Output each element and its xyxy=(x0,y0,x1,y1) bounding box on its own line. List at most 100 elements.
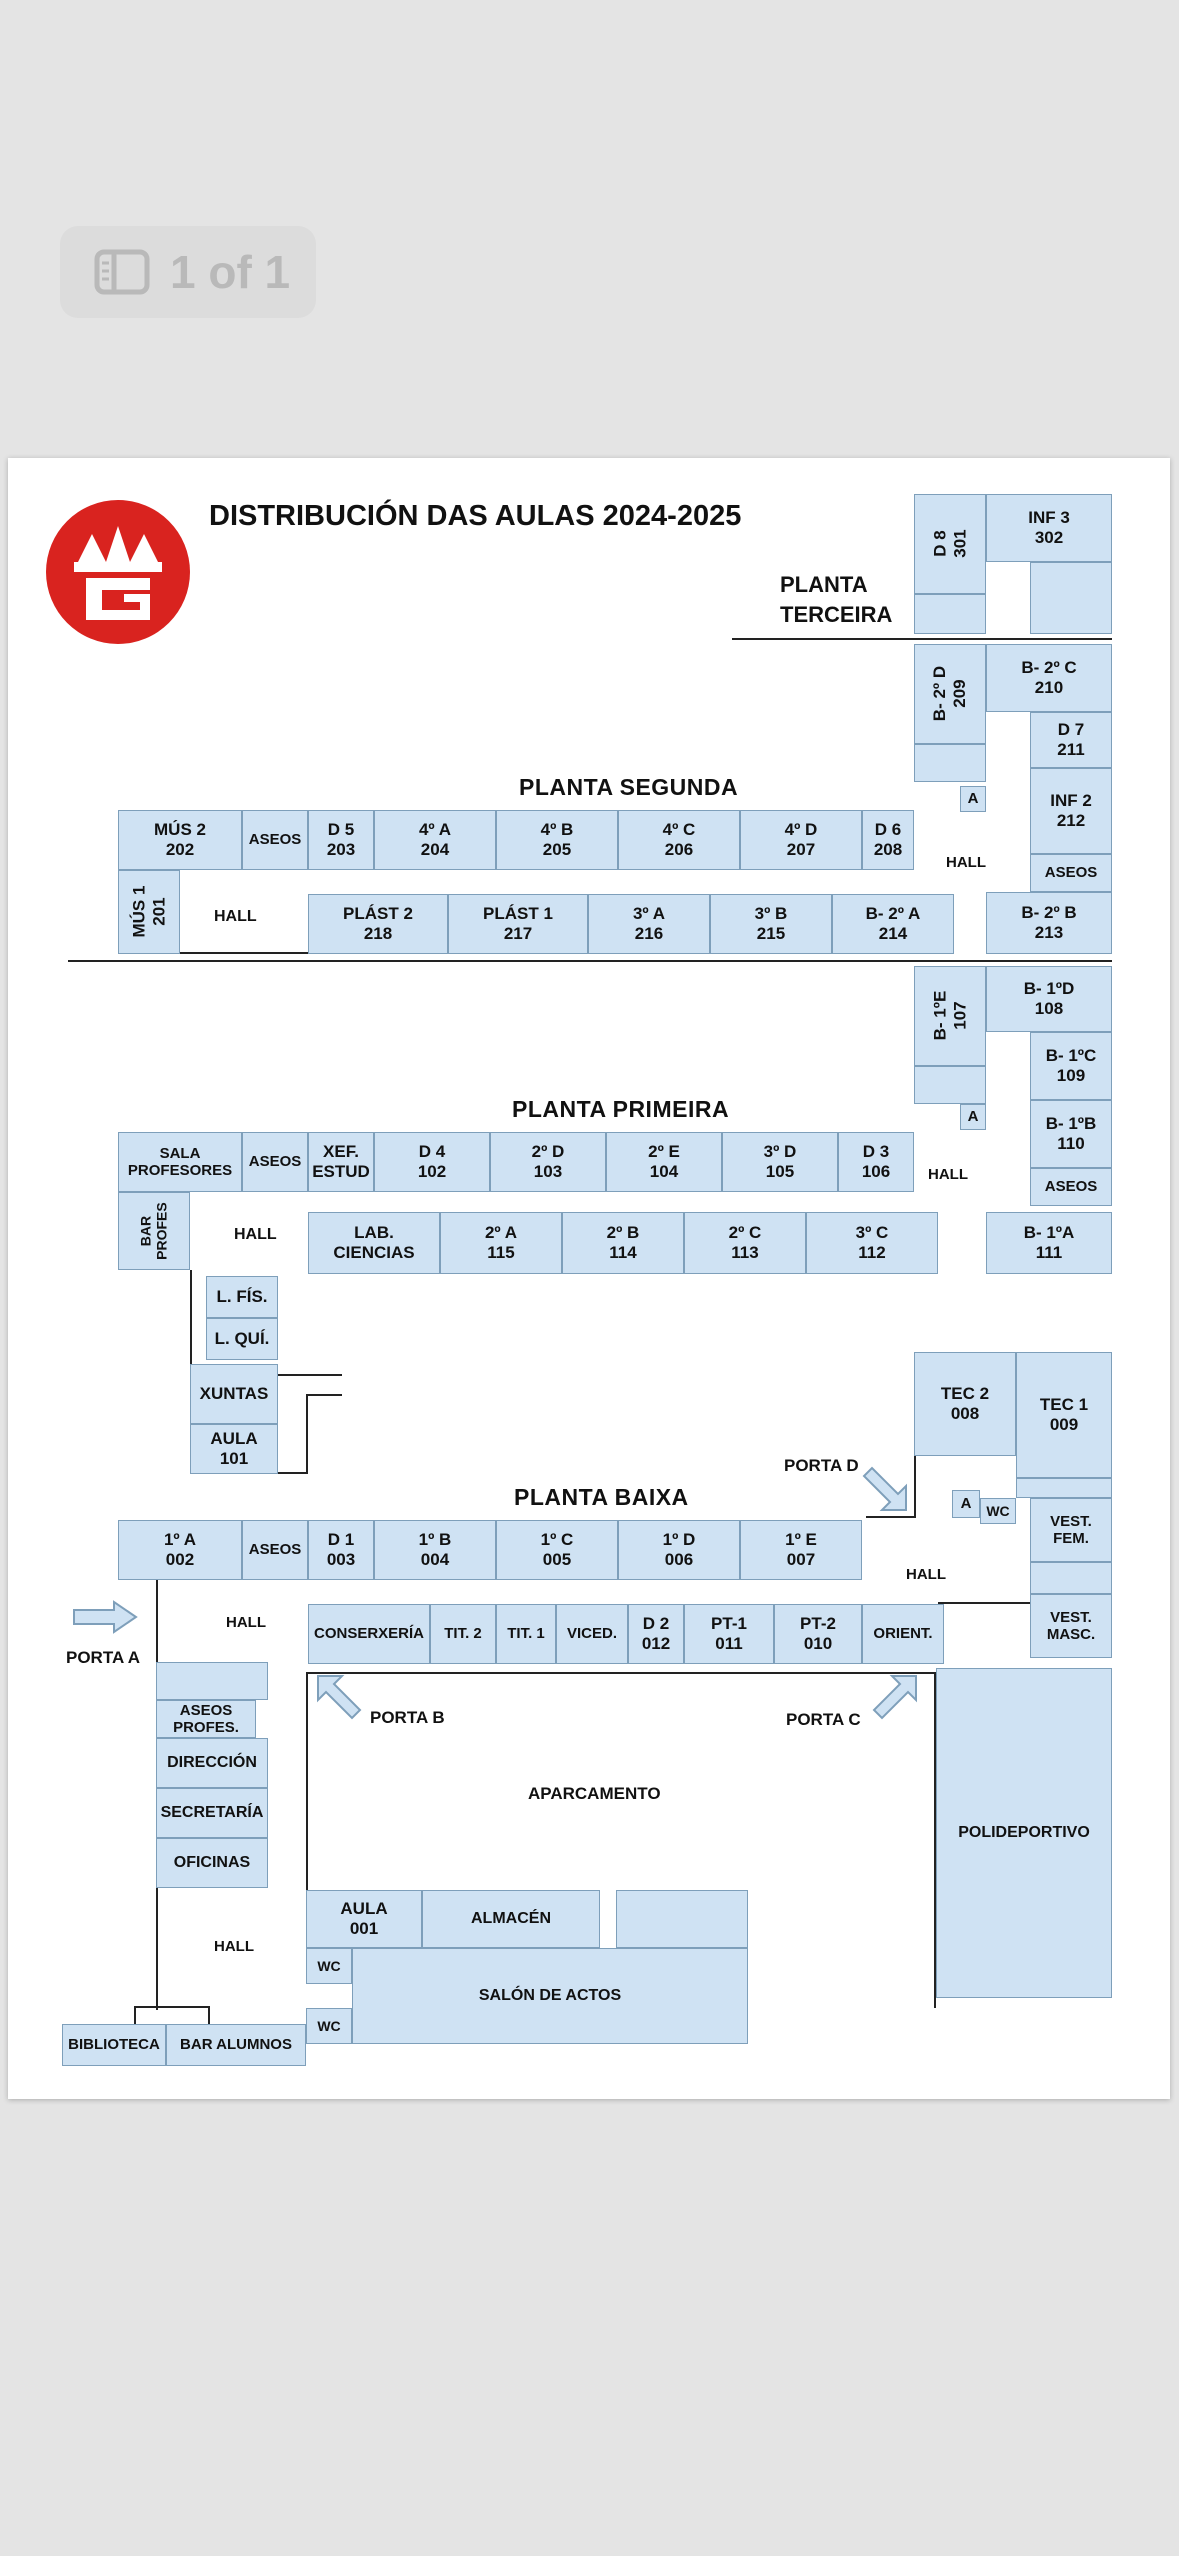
room-vest-masc[interactable]: VEST. MASC. xyxy=(1030,1594,1112,1658)
room-tec1-009[interactable]: TEC 1 009 xyxy=(1016,1352,1112,1478)
room-1a-002[interactable]: 1º A 002 xyxy=(118,1520,242,1580)
room-aseos[interactable]: ASEOS xyxy=(242,1520,308,1580)
floor-label-second: PLANTA SEGUNDA xyxy=(519,774,739,800)
room-lab-ciencias[interactable]: LAB. CIENCIAS xyxy=(308,1212,440,1274)
door-d-label: PORTA D xyxy=(784,1456,859,1475)
hall-label: HALL xyxy=(214,1938,254,1955)
room-a[interactable]: A xyxy=(960,786,986,812)
room-b2b-213[interactable]: B- 2º B 213 xyxy=(986,892,1112,954)
room-vest-fem[interactable]: VEST. FEM. xyxy=(1030,1498,1112,1562)
room-tit2[interactable]: TIT. 2 xyxy=(430,1604,496,1664)
room-2e-104[interactable]: 2º E 104 xyxy=(606,1132,722,1192)
room-orient[interactable]: ORIENT. xyxy=(862,1604,944,1664)
room-wc[interactable]: WC xyxy=(980,1498,1016,1524)
room-d8-301[interactable]: D 8 301 xyxy=(914,494,986,594)
door-c-label: PORTA C xyxy=(786,1710,861,1729)
room-tec2-008[interactable]: TEC 2 008 xyxy=(914,1352,1016,1456)
room-b1e-107[interactable]: B- 1ºE 107 xyxy=(914,966,986,1066)
room-block xyxy=(1030,562,1112,634)
room-mus1-201[interactable]: MÚS 1 201 xyxy=(118,870,180,954)
room-aseos-profes[interactable]: ASEOS PROFES. xyxy=(156,1700,256,1738)
room-b1a-111[interactable]: B- 1ºA 111 xyxy=(986,1212,1112,1274)
room-2a-115[interactable]: 2º A 115 xyxy=(440,1212,562,1274)
room-inf3-302[interactable]: INF 3 302 xyxy=(986,494,1112,562)
room-aseos[interactable]: ASEOS xyxy=(242,810,308,870)
room-b1d-108[interactable]: B- 1ºD 108 xyxy=(986,966,1112,1032)
room-b2a-214[interactable]: B- 2º A 214 xyxy=(832,894,954,954)
room-direccion[interactable]: DIRECCIÓN xyxy=(156,1738,268,1788)
room-bar-alumnos[interactable]: BAR ALUMNOS xyxy=(166,2024,306,2066)
wall xyxy=(306,1672,308,1892)
wall xyxy=(278,1472,308,1474)
room-inf2-212[interactable]: INF 2 212 xyxy=(1030,768,1112,854)
room-d6-208[interactable]: D 6 208 xyxy=(862,810,914,870)
room-3c-112[interactable]: 3º C 112 xyxy=(806,1212,938,1274)
room-b2d-209[interactable]: B- 2º D 209 xyxy=(914,644,986,744)
room-xuntas[interactable]: XUNTAS xyxy=(190,1364,278,1424)
room-almacen[interactable]: ALMACÉN xyxy=(422,1890,600,1948)
room-oficinas[interactable]: OFICINAS xyxy=(156,1838,268,1888)
door-b-label: PORTA B xyxy=(370,1708,445,1727)
room-3a-216[interactable]: 3º A 216 xyxy=(588,894,710,954)
page-indicator[interactable]: 1 of 1 xyxy=(60,226,316,318)
room-pt1-011[interactable]: PT-1 011 xyxy=(684,1604,774,1664)
room-b1b-110[interactable]: B- 1ºB 110 xyxy=(1030,1100,1112,1168)
hall-label: HALL xyxy=(946,854,986,871)
room-tit1[interactable]: TIT. 1 xyxy=(496,1604,556,1664)
room-secretaria[interactable]: SECRETARÍA xyxy=(156,1788,268,1838)
room-wc[interactable]: WC xyxy=(306,2008,352,2044)
hall-label: HALL xyxy=(234,1226,277,1243)
room-polideportivo[interactable]: POLIDEPORTIVO xyxy=(936,1668,1112,1998)
room-biblioteca[interactable]: BIBLIOTECA xyxy=(62,2024,166,2066)
room-4a-204[interactable]: 4º A 204 xyxy=(374,810,496,870)
room-plast2-218[interactable]: PLÁST 2 218 xyxy=(308,894,448,954)
room-salon-de-actos[interactable]: SALÓN DE ACTOS xyxy=(352,1948,748,2044)
room-viced[interactable]: VICED. xyxy=(556,1604,628,1664)
room-a[interactable]: A xyxy=(952,1490,980,1518)
wall xyxy=(134,2006,210,2008)
room-d5-203[interactable]: D 5 203 xyxy=(308,810,374,870)
room-mus2-202[interactable]: MÚS 2 202 xyxy=(118,810,242,870)
room-d3-106[interactable]: D 3 106 xyxy=(838,1132,914,1192)
room-conserxeria[interactable]: CONSERXERÍA xyxy=(308,1604,430,1664)
room-block xyxy=(914,594,986,634)
room-pt2-010[interactable]: PT-2 010 xyxy=(774,1604,862,1664)
room-aula-101[interactable]: AULA 101 xyxy=(190,1424,278,1474)
room-aula-001[interactable]: AULA 001 xyxy=(306,1890,422,1948)
room-4b-205[interactable]: 4º B 205 xyxy=(496,810,618,870)
room-2d-103[interactable]: 2º D 103 xyxy=(490,1132,606,1192)
wall xyxy=(306,1672,936,1674)
room-bar-profes[interactable]: BAR PROFES xyxy=(118,1192,190,1270)
room-4d-207[interactable]: 4º D 207 xyxy=(740,810,862,870)
room-aseos[interactable]: ASEOS xyxy=(242,1132,308,1192)
room-1e-007[interactable]: 1º E 007 xyxy=(740,1520,862,1580)
wall xyxy=(208,2006,210,2026)
room-2c-113[interactable]: 2º C 113 xyxy=(684,1212,806,1274)
room-3b-215[interactable]: 3º B 215 xyxy=(710,894,832,954)
room-d7-211[interactable]: D 7 211 xyxy=(1030,712,1112,768)
room-d1-003[interactable]: D 1 003 xyxy=(308,1520,374,1580)
room-2b-114[interactable]: 2º B 114 xyxy=(562,1212,684,1274)
room-b2c-210[interactable]: B- 2º C 210 xyxy=(986,644,1112,712)
room-a[interactable]: A xyxy=(960,1104,986,1130)
room-3d-105[interactable]: 3º D 105 xyxy=(722,1132,838,1192)
page-title: DISTRIBUCIÓN DAS AULAS 2024-2025 xyxy=(209,500,742,532)
room-sala-profesores[interactable]: SALA PROFESORES xyxy=(118,1132,242,1192)
room-block xyxy=(914,744,986,782)
room-l-fis[interactable]: L. FÍS. xyxy=(206,1276,278,1318)
room-block xyxy=(1030,1562,1112,1594)
room-1b-004[interactable]: 1º B 004 xyxy=(374,1520,496,1580)
room-xef-estud[interactable]: XEF. ESTUD xyxy=(308,1132,374,1192)
room-wc[interactable]: WC xyxy=(306,1948,352,1984)
room-aseos[interactable]: ASEOS xyxy=(1030,854,1112,892)
room-4c-206[interactable]: 4º C 206 xyxy=(618,810,740,870)
room-b1c-109[interactable]: B- 1ºC 109 xyxy=(1030,1032,1112,1100)
room-d2-012[interactable]: D 2 012 xyxy=(628,1604,684,1664)
room-1c-005[interactable]: 1º C 005 xyxy=(496,1520,618,1580)
room-plast1-217[interactable]: PLÁST 1 217 xyxy=(448,894,588,954)
room-d4-102[interactable]: D 4 102 xyxy=(374,1132,490,1192)
room-1d-006[interactable]: 1º D 006 xyxy=(618,1520,740,1580)
school-logo xyxy=(46,500,190,644)
room-aseos[interactable]: ASEOS xyxy=(1030,1168,1112,1206)
room-l-qui[interactable]: L. QUÍ. xyxy=(206,1318,278,1360)
